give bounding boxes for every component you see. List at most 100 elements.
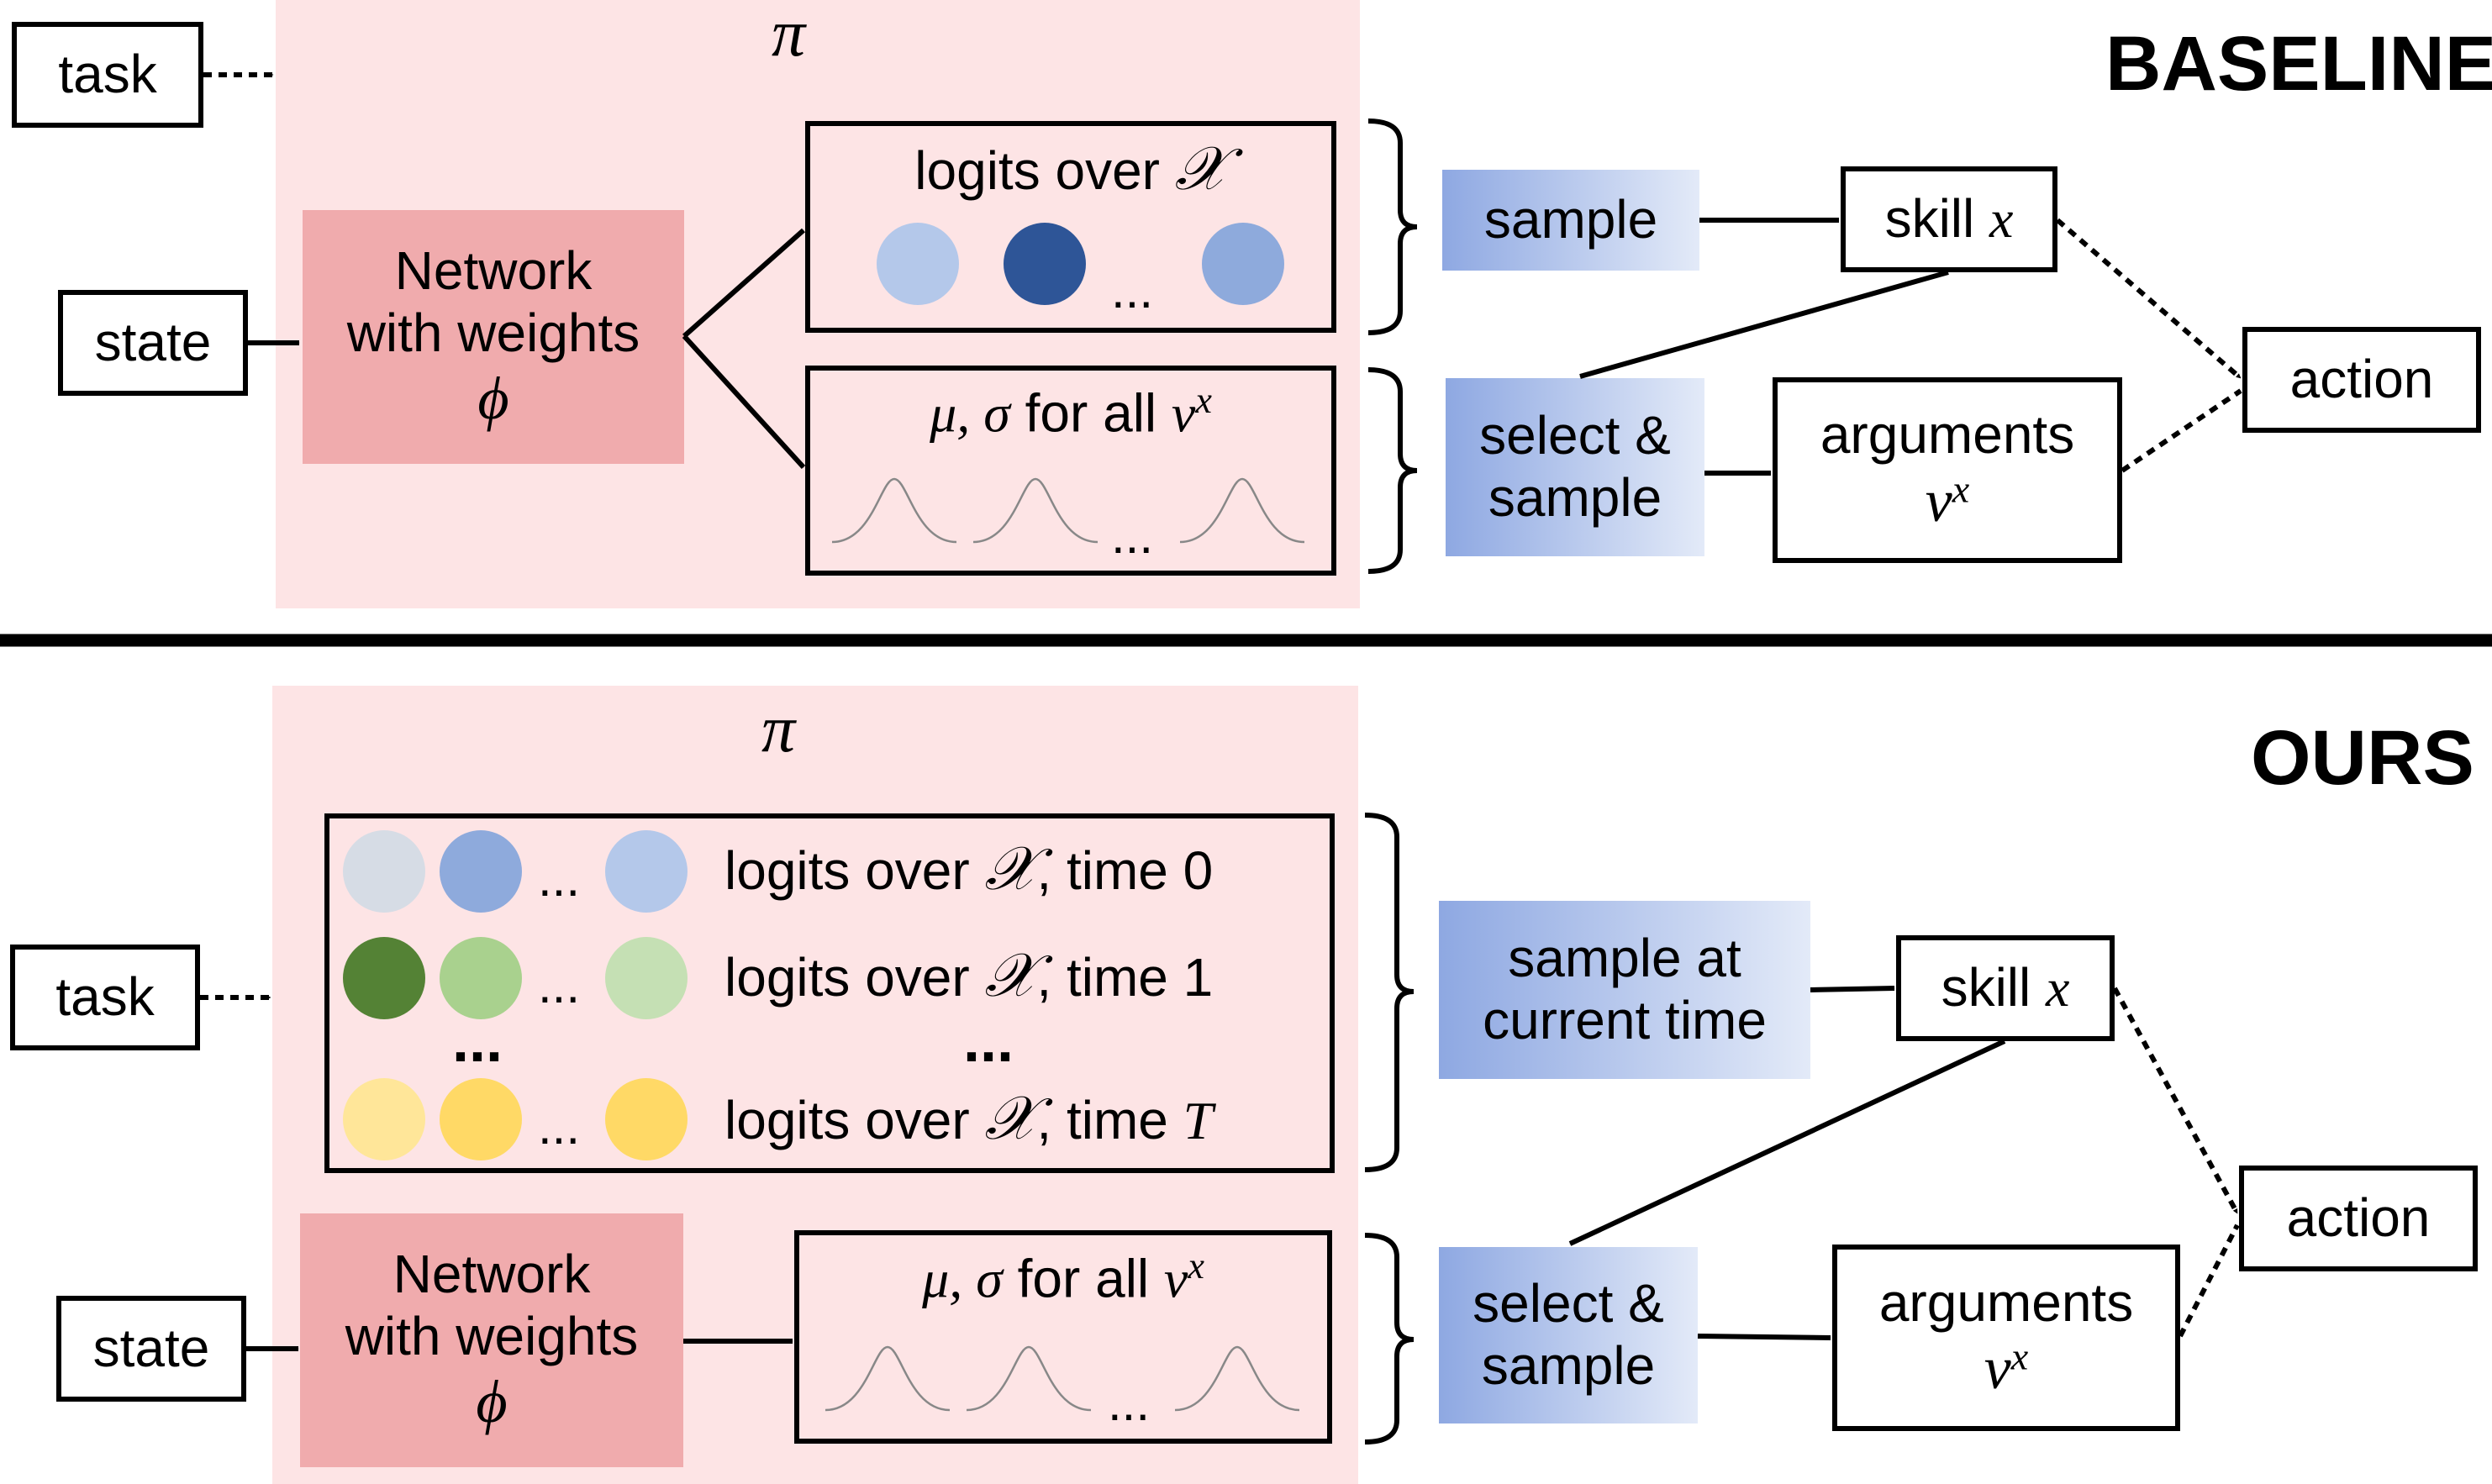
ours-rowT-time-label: , time xyxy=(1036,1090,1183,1150)
ours-section-title: OURS xyxy=(2251,715,2474,801)
ours-select-line1: select & xyxy=(1473,1273,1664,1334)
baseline-state-box: state xyxy=(58,290,248,396)
baseline-skill-to-action-arrow xyxy=(2056,218,2242,381)
baseline-network-line1: Network xyxy=(394,240,593,301)
ours-rowT-dot-3 xyxy=(605,1078,688,1160)
baseline-params-ellipsis: ... xyxy=(1111,508,1154,564)
ours-params-prefix: μ, σ xyxy=(922,1249,1003,1309)
baseline-net-to-logits-arrow xyxy=(682,228,805,339)
ours-row1-ellipsis: ... xyxy=(538,957,581,1013)
ours-gaussian-3 xyxy=(1174,1345,1300,1412)
ours-policy-symbol: π xyxy=(761,692,796,766)
baseline-arguments-box: arguments vx xyxy=(1773,377,2122,563)
ours-row1-time-label: , time xyxy=(1036,947,1183,1008)
ours-arguments-var-line: vx xyxy=(1984,1334,2028,1403)
ours-row1-dot-2 xyxy=(440,937,522,1019)
baseline-network-line2: with weights xyxy=(346,302,640,363)
ours-skill-to-select-arrow xyxy=(1568,1039,2006,1246)
baseline-logits-ellipsis: ... xyxy=(1111,262,1154,318)
ours-brace-bottom xyxy=(1364,1233,1415,1445)
ours-row0-prefix: logits over xyxy=(724,840,985,901)
baseline-logit-dot-1 xyxy=(877,223,959,305)
baseline-sample-box: sample xyxy=(1442,170,1699,271)
ours-row1-prefix: logits over xyxy=(724,947,985,1008)
ours-action-label: action xyxy=(2286,1187,2431,1249)
baseline-skill-to-select-arrow xyxy=(1579,270,1949,379)
baseline-arguments-sup: x xyxy=(1952,467,1970,511)
ours-arguments-label: arguments xyxy=(1878,1271,2134,1333)
baseline-policy-symbol: π xyxy=(772,0,806,71)
ours-sample-line2: current time xyxy=(1483,990,1767,1050)
baseline-params-box xyxy=(805,366,1336,576)
ours-row0-dot-3 xyxy=(605,830,688,913)
ours-gaussian-2 xyxy=(966,1345,1092,1412)
ours-params-box xyxy=(794,1230,1332,1444)
ours-skill-var: x xyxy=(2046,958,2070,1018)
baseline-brace-top xyxy=(1367,118,1418,335)
ours-select-line2: sample xyxy=(1481,1335,1656,1396)
baseline-logits-box xyxy=(805,121,1336,333)
baseline-gaussian-1 xyxy=(831,477,957,544)
baseline-params-label: for all xyxy=(1009,382,1172,444)
ours-arguments-sup: x xyxy=(2010,1335,2029,1379)
baseline-logits-set-symbol: 𝒳 xyxy=(1174,135,1227,203)
ours-rowT-dot-1 xyxy=(343,1078,425,1160)
baseline-gaussian-3 xyxy=(1179,477,1305,544)
baseline-arguments-var-line: vx xyxy=(1926,466,1969,536)
ours-network-line1: Network xyxy=(393,1244,591,1304)
baseline-net-to-params-arrow xyxy=(682,334,806,470)
baseline-select-line1: select & xyxy=(1479,405,1671,466)
baseline-network-symbol: ϕ xyxy=(477,365,509,433)
baseline-sample-label: sample xyxy=(1483,189,1658,250)
baseline-params-sup: x xyxy=(1195,380,1212,421)
ours-row0-ellipsis: ... xyxy=(538,850,581,907)
baseline-arguments-to-action-arrow xyxy=(2121,388,2242,473)
ours-row1-dot-3 xyxy=(605,937,688,1019)
baseline-arguments-var: v xyxy=(1925,466,1952,534)
ours-network-symbol: ϕ xyxy=(476,1368,508,1436)
baseline-action-box: action xyxy=(2242,327,2481,433)
baseline-gaussian-2 xyxy=(972,477,1098,544)
ours-sample-to-skill-arrow xyxy=(1810,986,1895,992)
ours-logits-rows-box xyxy=(324,813,1335,1173)
baseline-skill-label: skill xyxy=(1884,188,1990,250)
baseline-params-var: v xyxy=(1171,383,1196,444)
ours-sample-at-time-box: sample at current time xyxy=(1439,901,1810,1079)
baseline-logits-label-line: logits over 𝒳 xyxy=(805,134,1336,204)
ours-arguments-box: arguments vx xyxy=(1832,1245,2180,1431)
ours-row0-set-symbol: 𝒳 xyxy=(984,835,1037,903)
baseline-action-label: action xyxy=(2289,349,2434,410)
ours-row0-dot-2 xyxy=(440,830,522,913)
ours-rowT-ellipsis: ... xyxy=(538,1098,581,1155)
ours-sample-line1: sample at xyxy=(1508,928,1741,989)
ours-task-label: task xyxy=(55,966,155,1028)
ours-row0-dot-1 xyxy=(343,830,425,913)
ours-rowT-label: logits over 𝒳, time T xyxy=(724,1084,1213,1154)
baseline-arguments-label: arguments xyxy=(1820,404,2075,466)
baseline-params-label-line: μ, σ for all vx xyxy=(805,380,1336,445)
ours-skill-box: skill x xyxy=(1896,935,2115,1041)
ours-rows-ellipsis-right: ... xyxy=(963,1008,1014,1075)
ours-rowT-time-value: T xyxy=(1183,1091,1214,1150)
baseline-logit-dot-3 xyxy=(1202,223,1284,305)
baseline-network-box: Network with weights ϕ xyxy=(303,210,684,464)
ours-skill-text: skill x xyxy=(1941,957,2070,1019)
ours-rows-ellipsis-left: ... xyxy=(452,1008,503,1075)
ours-arguments-to-action-arrow xyxy=(2178,1224,2240,1338)
baseline-brace-bottom xyxy=(1367,367,1418,574)
ours-params-label-line: μ, σ for all vx xyxy=(794,1245,1332,1310)
ours-skill-label: skill xyxy=(1941,957,2047,1018)
baseline-skill-text: skill x xyxy=(1885,188,2014,250)
ours-row1-dot-1 xyxy=(343,937,425,1019)
baseline-select-line2: sample xyxy=(1488,467,1662,528)
ours-network-line2: with weights xyxy=(345,1305,639,1366)
ours-select-to-arguments-arrow xyxy=(1697,1334,1831,1340)
ours-state-box: state xyxy=(56,1296,246,1402)
ours-rowT-set-symbol: 𝒳 xyxy=(984,1085,1037,1152)
baseline-logit-dot-2 xyxy=(1004,223,1086,305)
baseline-logits-label: logits over xyxy=(914,140,1175,201)
ours-row1-set-symbol: 𝒳 xyxy=(984,942,1037,1009)
ours-skill-to-action-arrow xyxy=(2112,987,2240,1215)
ours-row0-time-value: 0 xyxy=(1183,840,1214,901)
